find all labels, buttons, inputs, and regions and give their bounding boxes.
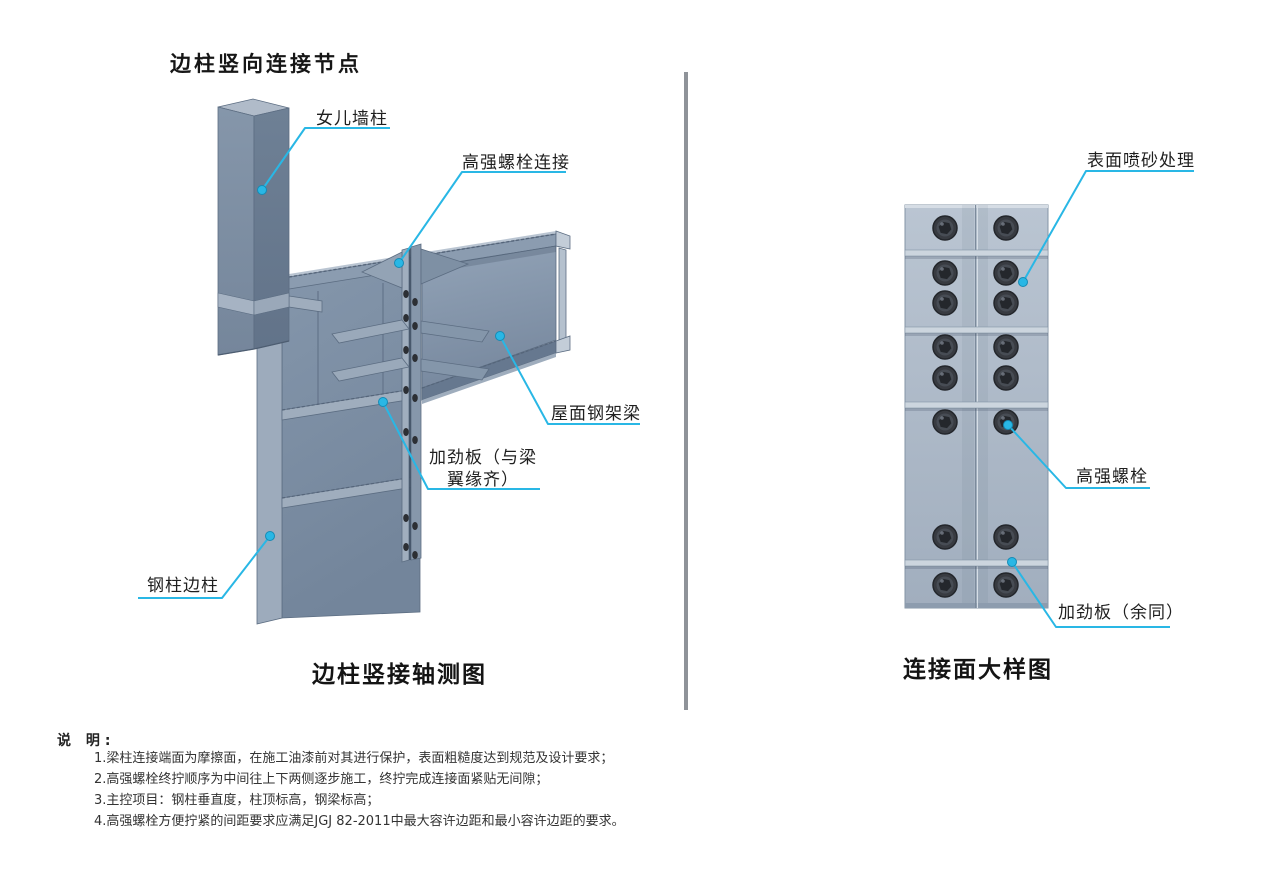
connection-face-drawing	[904, 204, 1049, 609]
label-bolt-connection: 高强螺栓连接	[462, 153, 570, 173]
axonometric-drawing	[217, 98, 571, 625]
label-stiffener-flush-line1: 加劲板（与梁	[429, 448, 537, 468]
label-parapet-column: 女儿墙柱	[316, 109, 388, 129]
note-item: 3.主控项目：钢柱垂直度，柱顶标高，钢梁标高；	[94, 793, 380, 808]
notes-heading: 说 明:	[57, 733, 116, 749]
label-hs-bolt: 高强螺栓	[1076, 467, 1148, 487]
caption-axonometric: 边柱竖接轴测图	[312, 662, 487, 688]
page-title: 边柱竖向连接节点	[170, 52, 362, 76]
label-stiffener-flush-line2: 翼缘齐）	[447, 470, 519, 490]
parapet-box-column	[217, 98, 290, 356]
notes-section: 说 明: 1.梁柱连接端面为摩擦面，在施工油漆前对其进行保护，表面粗糙度达到规范…	[57, 730, 625, 829]
stiffener-edges	[904, 249, 1049, 569]
label-edge-column: 钢柱边柱	[147, 576, 219, 596]
leader-lines	[138, 127, 1194, 628]
panel-divider	[684, 72, 688, 710]
note-item: 1.梁柱连接端面为摩擦面，在施工油漆前对其进行保护，表面粗糙度达到规范及设计要求…	[94, 751, 614, 766]
bolted-end-plate	[331, 243, 490, 563]
label-stiffener-flush: 加劲板（与梁 翼缘齐）	[418, 447, 548, 491]
caption-connection-face: 连接面大样图	[903, 657, 1053, 683]
note-item: 2.高强螺栓终拧顺序为中间往上下两侧逐步施工，终拧完成连接面紧贴无间隙；	[94, 772, 549, 787]
bolt-heads	[403, 290, 418, 559]
label-stiffener-rest: 加劲板（余同）	[1058, 603, 1184, 623]
label-sandblast: 表面喷砂处理	[1087, 151, 1195, 171]
note-item: 4.高强螺栓方便拧紧的间距要求应满足JGJ 82-2011中最大容许边距和最小容…	[94, 814, 625, 829]
label-roof-beam: 屋面钢架梁	[551, 404, 641, 424]
notes-list: 1.梁柱连接端面为摩擦面，在施工油漆前对其进行保护，表面粗糙度达到规范及设计要求…	[94, 748, 734, 832]
edge-column-body	[256, 267, 421, 625]
